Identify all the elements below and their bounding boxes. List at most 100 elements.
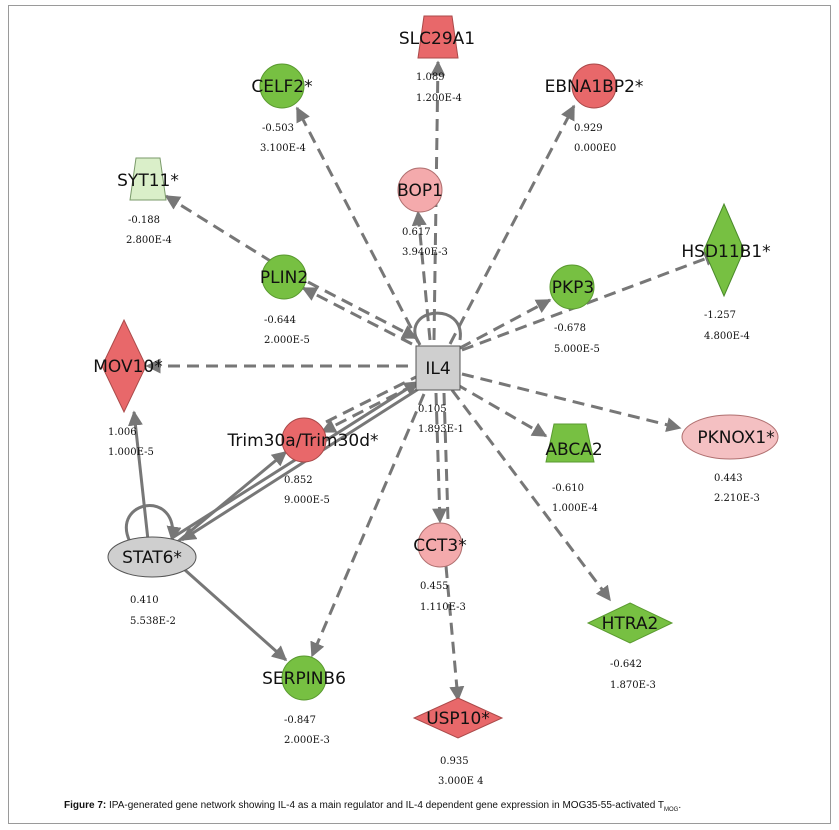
label-hsd11b1: HSD11B1* [681, 242, 770, 262]
edge-plin2-syt11 [164, 194, 273, 264]
label-pknox1: PKNOX1* [697, 428, 774, 448]
caption-suffix: . [678, 800, 682, 811]
fc-serpinb6: -0.847 [284, 715, 316, 726]
p-syt11: 2.800E-4 [126, 235, 172, 246]
fc-pknox1: 0.443 [714, 473, 743, 484]
p-pkp3: 5.000E-5 [554, 344, 600, 355]
edge-stat6-serpinb6 [184, 568, 288, 662]
node-serpinb6[interactable] [281, 655, 327, 701]
fc-slc29a1: 1.089 [416, 72, 445, 83]
p-slc29a1: 1.200E-4 [416, 93, 462, 104]
fc-cct3: 0.455 [420, 581, 449, 592]
edge-il4-bop1 [411, 210, 432, 341]
p-pknox1: 2.210E-3 [714, 493, 760, 504]
edge-il4-cct3-a [432, 392, 448, 524]
fc-plin2: -0.644 [264, 315, 296, 326]
node-bop1[interactable] [397, 167, 443, 213]
node-abca2[interactable] [545, 423, 595, 463]
figure-number: Figure 7: [64, 800, 107, 811]
self-loop-il4 [413, 311, 462, 343]
p-htra2: 1.870E-3 [610, 680, 656, 691]
label-slc29a1: SLC29A1 [399, 29, 475, 49]
fc-usp10: 0.935 [440, 756, 469, 767]
node-syt11[interactable] [129, 157, 167, 201]
label-trim30: Trim30a/Trim30d* [226, 431, 378, 451]
p-hsd11b1: 4.800E-4 [704, 331, 750, 342]
edge-il4-cct3-b [442, 392, 450, 521]
fc-ebna1bp2: 0.929 [574, 123, 603, 134]
fc-mov10: 1.006 [108, 427, 137, 438]
edge-il4-plin2-b [307, 280, 418, 340]
node-stat6[interactable] [107, 536, 197, 578]
node-hsd11b1[interactable] [703, 202, 745, 298]
node-trim30[interactable] [281, 417, 327, 463]
caption-subscript: MOG [663, 807, 679, 813]
edge-cct3-usp10 [444, 565, 465, 702]
fc-htra2: -0.642 [610, 659, 642, 670]
figure-caption: Figure 7: IPA-generated gene network sho… [64, 800, 834, 813]
p-celf2: 3.100E-4 [260, 143, 306, 154]
p-mov10: 1.000E-5 [108, 447, 154, 458]
label-htra2: HTRA2 [602, 614, 659, 634]
fc-il4: 0.105 [418, 404, 447, 415]
label-plin2: PLIN2 [260, 268, 308, 288]
label-abca2: ABCA2 [545, 440, 602, 460]
node-slc29a1[interactable] [417, 15, 459, 59]
label-ebna1bp2: EBNA1BP2* [545, 77, 644, 97]
fc-pkp3: -0.678 [554, 323, 586, 334]
p-trim30: 9.000E-5 [284, 495, 330, 506]
label-mov10: MOV10* [93, 357, 163, 377]
node-pknox1[interactable] [681, 414, 779, 460]
fc-syt11: -0.188 [128, 215, 160, 226]
edge-stat6-trim30 [174, 450, 288, 546]
node-plin2[interactable] [261, 254, 307, 300]
node-ebna1bp2[interactable] [571, 63, 617, 109]
p-plin2: 2.000E-5 [264, 335, 310, 346]
p-bop1: 3.940E-3 [402, 247, 448, 258]
edge-il4-htra2 [450, 389, 612, 602]
p-abca2: 1.000E-4 [552, 503, 598, 514]
p-il4: 1.893E-1 [418, 424, 464, 435]
label-pkp3: PKP3 [552, 278, 594, 298]
fc-trim30: 0.852 [284, 475, 313, 486]
label-syt11: SYT11* [117, 171, 179, 191]
edge-il4-serpinb6 [310, 393, 426, 658]
node-celf2[interactable] [259, 63, 305, 109]
value-annotations: 1.089 1.200E-4 -0.503 3.100E-4 0.929 0.0… [108, 72, 760, 787]
p-serpinb6: 2.000E-3 [284, 735, 330, 746]
label-cct3: CCT3* [413, 536, 466, 556]
edge-il4-trim30 [320, 383, 415, 434]
edges [124, 60, 720, 702]
edge-il4-celf2 [295, 106, 422, 346]
fc-bop1: 0.617 [402, 227, 431, 238]
edge-il4-abca2 [455, 382, 548, 438]
edge-il4-pkp3 [459, 298, 552, 350]
node-cct3[interactable] [417, 522, 463, 568]
edge-il4-pknox1 [461, 372, 682, 433]
p-stat6: 5.538E-2 [130, 616, 176, 627]
label-serpinb6: SERPINB6 [262, 669, 346, 689]
fc-hsd11b1: -1.257 [704, 310, 736, 321]
label-il4: IL4 [425, 359, 450, 379]
nodes [101, 15, 779, 739]
edge-il4-hsd11b1 [461, 251, 720, 352]
label-stat6: STAT6* [122, 548, 182, 568]
caption-text: IPA-generated gene network showing IL-4 … [109, 800, 664, 811]
fc-stat6: 0.410 [130, 595, 159, 606]
edge-stat6-mov10 [128, 410, 150, 541]
edge-il4-ebna1bp2 [448, 104, 576, 345]
label-celf2: CELF2* [251, 77, 312, 97]
p-cct3: 1.110E-3 [420, 602, 466, 613]
p-usp10: 3.000E 4 [438, 776, 483, 787]
node-htra2[interactable] [586, 602, 674, 644]
label-usp10: USP10* [426, 709, 490, 729]
node-mov10[interactable] [101, 318, 147, 414]
figure-frame [8, 5, 831, 824]
fc-abca2: -0.610 [552, 483, 584, 494]
node-usp10[interactable] [412, 697, 504, 739]
node-labels: SLC29A1 CELF2* EBNA1BP2* SYT11* BOP1 HSD… [93, 29, 774, 729]
node-pkp3[interactable] [549, 264, 595, 310]
node-il4[interactable] [415, 345, 461, 391]
edge-stat6-il4-b [180, 386, 421, 542]
